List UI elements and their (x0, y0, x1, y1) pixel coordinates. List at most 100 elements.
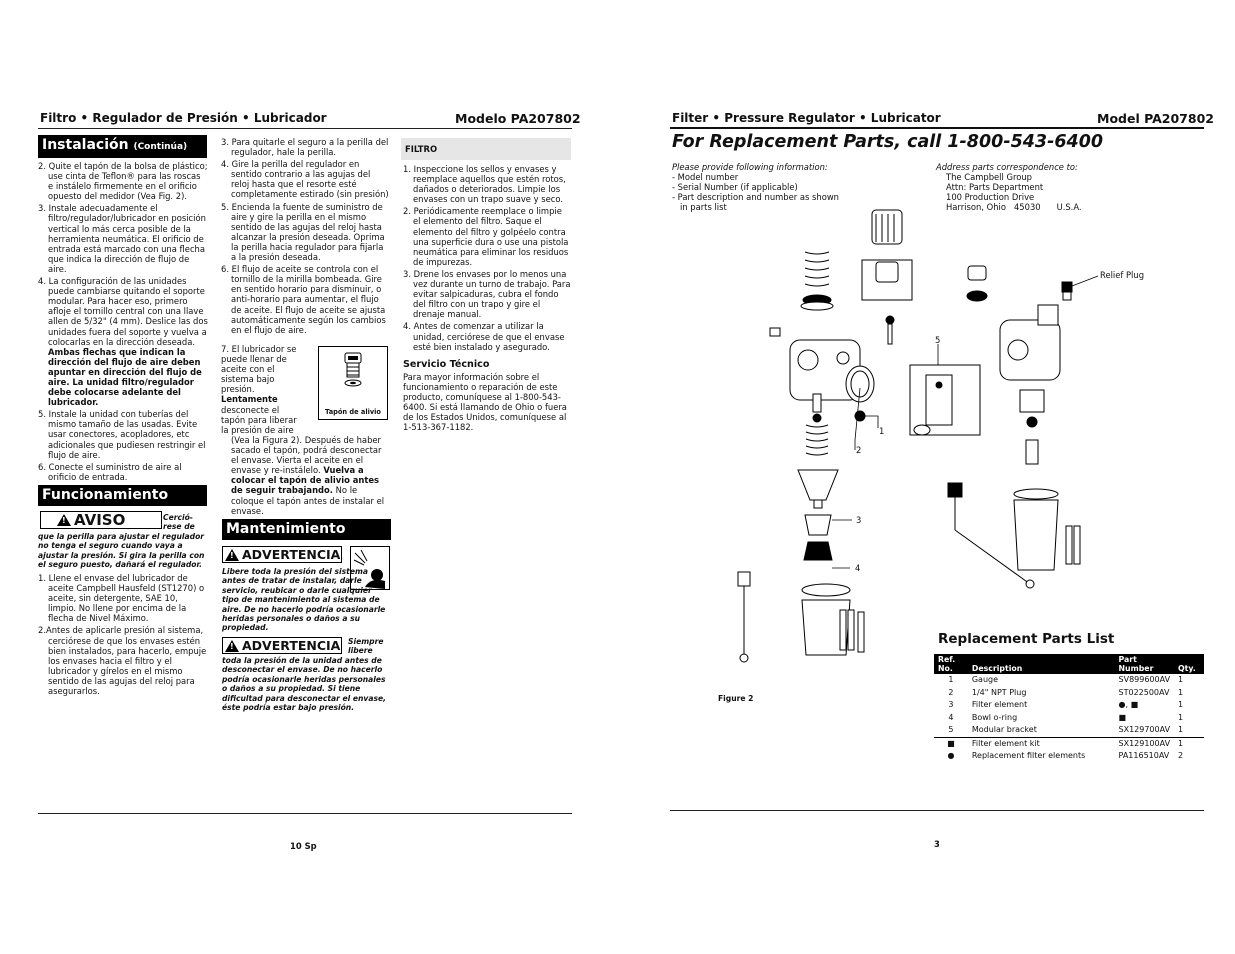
advertencia-text-1: Libere toda la presión del sistema antes… (222, 567, 386, 633)
warning-icon (57, 514, 71, 526)
list-item: 4. Gire la perilla del regulador en sent… (221, 159, 389, 200)
cell-part: SX129700AV (1118, 725, 1171, 734)
footer-rule-right (670, 810, 1204, 811)
cell-ref: 2 (948, 687, 954, 697)
callout-1: 1 (879, 426, 885, 436)
service-text: Para mayor información sobre el funciona… (403, 372, 567, 433)
advertencia-label-1: ADVERTENCIA (242, 547, 341, 562)
advertencia-badge-1: ADVERTENCIA (222, 546, 342, 563)
col-header-part: Part Number (1114, 654, 1175, 674)
list-item: 1. Llene el envase del lubricador de ace… (38, 573, 205, 624)
cell-part: PA116510AV (1118, 751, 1170, 760)
list-item: 2.Antes de aplicarle presión al sistema,… (38, 625, 207, 697)
col-header-qty: Qty. (1174, 654, 1204, 674)
aviso-label: AVISO (74, 511, 126, 529)
aviso-text: que la perilla para ajustar el regulador… (38, 532, 205, 570)
baffle (797, 469, 839, 501)
installation-body: 2. Quite el tapón de la bolsa de plástic… (38, 161, 208, 484)
cell-ref: ■ (947, 738, 955, 748)
cell-part: ■ (1118, 712, 1127, 722)
spring (804, 251, 830, 287)
header-model-right: Model PA207802 (1097, 111, 1214, 126)
header-model-left: Modelo PA207802 (455, 111, 581, 126)
hazard-illustration (350, 546, 390, 590)
exploded-parts-diagram (737, 209, 1099, 663)
cell-ref: 1 (948, 675, 954, 684)
list-item: 5. Encienda la fuente de suministro de a… (221, 201, 385, 263)
operation-steps: 3. Para quitarle el seguro a la perilla … (221, 137, 391, 337)
col-header-desc: Description (967, 654, 1115, 674)
cell-desc: Modular bracket (971, 725, 1037, 734)
section-installation: Instalación (Continúa) (38, 135, 207, 158)
cell-part: ST022500AV (1118, 687, 1170, 697)
flow-note: Ambas flechas que indican la dirección d… (48, 346, 202, 408)
step-7-text: 7. El lubricador se puede llenar de acei… (221, 344, 303, 435)
aviso-inline: Cerció-rese de (163, 513, 195, 532)
info-item: - Model number (672, 172, 739, 183)
cell-qty: 1 (1178, 675, 1184, 684)
filter-element (804, 514, 832, 536)
step-7-b: desconecte el tapón para liberar la pres… (221, 404, 297, 435)
info-item: in parts list (672, 202, 727, 213)
cell-qty: 1 (1178, 725, 1184, 734)
list-item: 6. El flujo de aceite se controla con el… (221, 264, 386, 335)
header-rule-right (670, 127, 1204, 129)
info-item: - Serial Number (if applicable) (672, 182, 798, 193)
cell-ref: ● (947, 751, 955, 760)
list-item: 6. Conecte el suministro de aire al orif… (38, 461, 182, 482)
filtro-heading: FILTRO (401, 138, 571, 160)
cell-ref: 4 (948, 712, 954, 722)
warning-icon (225, 639, 239, 652)
cell-qty: 2 (1178, 751, 1184, 760)
replacement-title: For Replacement Parts, call 1-800-543-64… (672, 132, 1104, 152)
page-number-left: 10 Sp (290, 841, 317, 851)
header-title-right: Filter • Pressure Regulator • Lubricator (672, 111, 941, 125)
cell-ref: 5 (948, 725, 954, 734)
callout-3: 3 (856, 515, 862, 525)
address-intro: Address parts correspondence to: (936, 162, 1078, 172)
list-item: 2. Periódicamente reemplace o limpie el … (403, 206, 569, 267)
cell-desc: Replacement filter elements (971, 751, 1086, 760)
step-7-continued: (Vea la Figura 2). Después de haber saca… (231, 435, 391, 516)
filtro-body: 1. Inspeccione los sellos y envases y re… (403, 164, 571, 354)
cell-ref: 3 (948, 700, 954, 709)
callout-4: 4 (855, 563, 861, 573)
address-line: The Campbell Group (946, 172, 1032, 183)
info-block: Please provide following information: - … (672, 162, 862, 212)
cell-part: SV899600AV (1118, 675, 1171, 684)
col-header-ref: Ref. No. (934, 654, 968, 674)
address-line: Harrison, Ohio 45030 U.S.A. (946, 202, 1082, 213)
lubricator-bowl (1013, 499, 1059, 571)
step-7-bold2: Vuelva a colocar el tapón de alivio ante… (231, 465, 380, 496)
list-item: 4. Antes de comenzar a utilizar la unida… (403, 321, 565, 352)
cell-desc: Gauge (971, 675, 999, 684)
lubricator-head (999, 319, 1061, 381)
bowl (801, 599, 851, 656)
air-hazard-icon (353, 549, 385, 589)
list-item: 2. Quite el tapón de la bolsa de plástic… (38, 161, 208, 202)
table-row: ● Replacement filter elements PA116510AV 2 (934, 750, 1204, 763)
parts-list-title: Replacement Parts List (938, 631, 1115, 647)
relief-plug-caption: Tapón de alivio (325, 408, 381, 416)
step-7-bold: Lentamente (221, 394, 278, 405)
table-row: 1 Gauge SV899600AV 1 (934, 674, 1204, 687)
step-7-a: 7. El lubricador se puede llenar de acei… (221, 344, 297, 395)
address-line: Attn: Parts Department (946, 182, 1044, 193)
cell-qty: 1 (1178, 700, 1184, 709)
step-7-c: (Vea la Figura 2). Después de haber saca… (231, 435, 382, 476)
list-item: 3. Drene los envases por lo menos una ve… (403, 268, 571, 320)
cell-desc: Bowl o-ring (971, 712, 1018, 722)
step-7-d: No le coloque el tapón antes de instalar… (231, 485, 385, 516)
relief-plug-icon (344, 352, 362, 387)
list-item: 3. Para quitarle el seguro a la perilla … (221, 137, 389, 158)
list-item: 1. Inspeccione los sellos y envases y re… (403, 164, 566, 205)
callout-5: 5 (935, 335, 941, 345)
footer-rule-left (38, 813, 572, 814)
aviso-badge: AVISO (40, 511, 162, 529)
callout-2: 2 (856, 445, 862, 455)
cell-desc: 1/4" NPT Plug (971, 687, 1027, 697)
